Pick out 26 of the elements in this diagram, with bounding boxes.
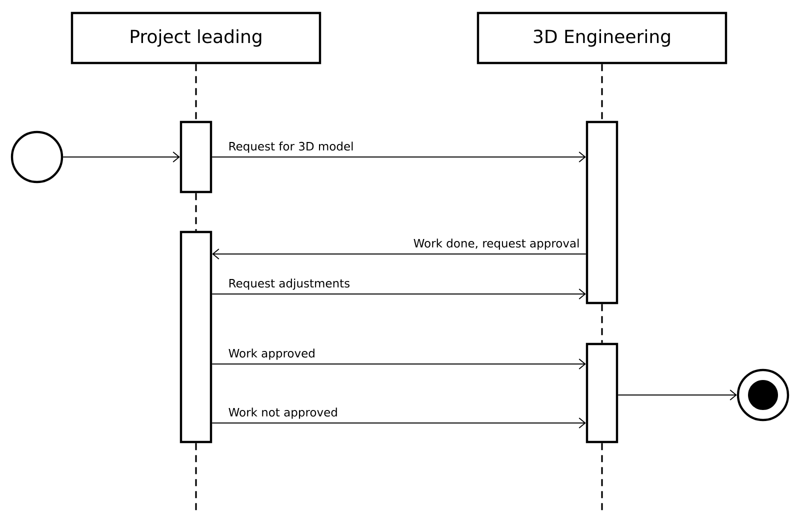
edge-label: Work not approved [228,408,337,419]
lifeline-header: Project leading [70,12,322,64]
lifeline [601,304,603,343]
message-arrow [212,152,586,162]
final-state [736,368,790,422]
lifeline [601,443,603,512]
activation-bar [586,120,618,304]
activation-bar [180,120,212,194]
lifeline [195,443,197,512]
lifeline [601,64,603,121]
lifeline-header: 3D Engineering [476,12,728,64]
edge-label: Work approved [228,348,314,360]
message-arrow [62,152,180,162]
activation-bar [180,230,212,444]
initial-state [10,130,64,184]
lifeline [195,64,197,121]
message-arrow [212,248,586,260]
edge-label: Request for 3D model [229,142,353,153]
message-arrow [618,390,737,400]
message-arrow [212,418,586,428]
message-arrow [212,288,586,300]
lifeline [195,193,197,231]
edge-label: Request adjustments [229,278,350,290]
message-arrow [212,358,586,370]
edge-label: Work done, request approval [414,238,579,250]
activation-bar [586,342,618,444]
